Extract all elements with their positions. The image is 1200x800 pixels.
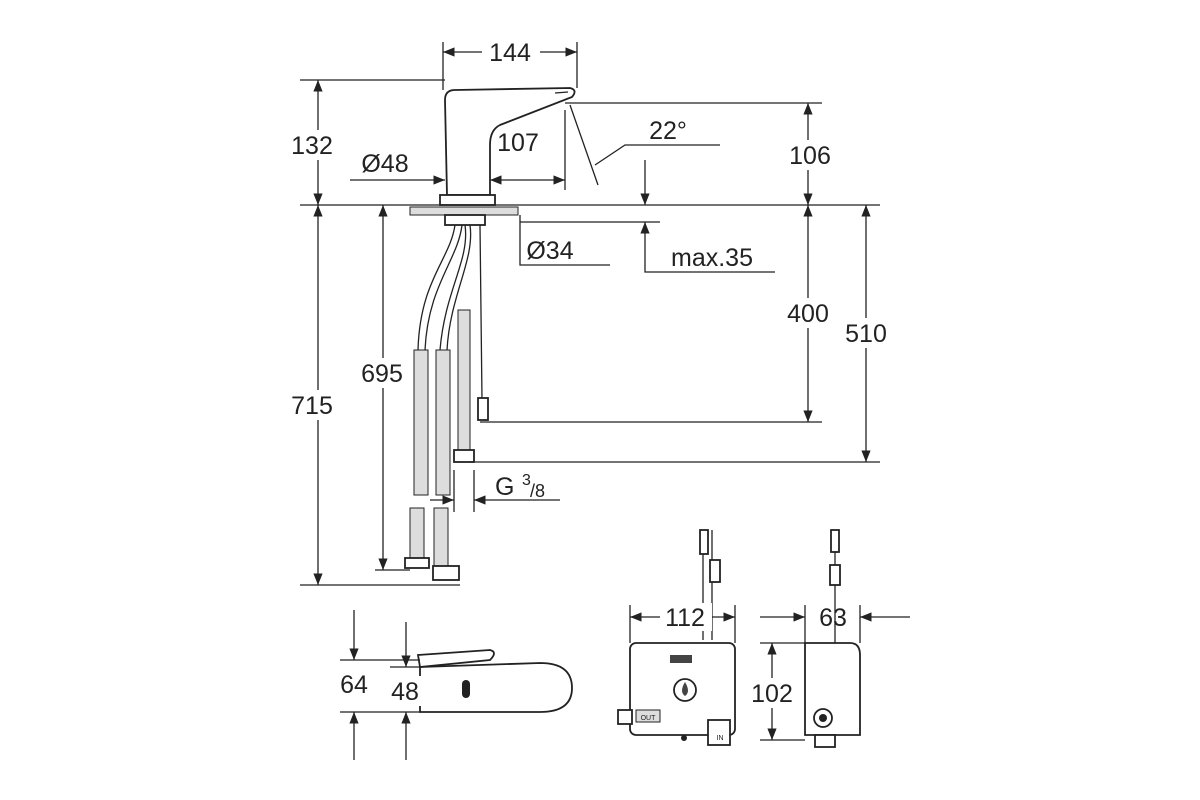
dim-thread: G 3 /8: [495, 472, 545, 501]
dim-hose-depth: 510: [845, 320, 887, 348]
dim-counter-thickness: max.35: [671, 244, 753, 272]
dim-top-view-depth: 64: [340, 671, 368, 699]
control-box-front: OUT IN: [617, 529, 736, 746]
faucet-side-view: [404, 87, 576, 581]
dim-box-depth: 63: [819, 604, 847, 632]
dim-hole-diameter: Ø34: [526, 237, 573, 265]
dim-box-width: 112: [665, 604, 705, 632]
dim-spout-height: 106: [789, 142, 831, 170]
control-box-side: [804, 529, 861, 748]
dim-hose-length: 695: [361, 360, 403, 388]
dim-spout-reach: 107: [497, 129, 539, 157]
dim-box-height: 102: [751, 680, 793, 708]
dim-sensor-angle: 22°: [649, 117, 687, 145]
dim-body-height: 132: [291, 132, 333, 160]
dim-total-length: 715: [291, 392, 333, 420]
dim-top-view-body: 48: [391, 678, 419, 706]
dim-base-diameter: Ø48: [361, 150, 408, 178]
dim-spout-width: 144: [489, 39, 531, 67]
box-in-label: IN: [717, 735, 724, 742]
box-out-label: OUT: [641, 715, 657, 722]
dim-inlet-depth: 400: [787, 300, 829, 328]
faucet-top-view: [340, 610, 573, 760]
